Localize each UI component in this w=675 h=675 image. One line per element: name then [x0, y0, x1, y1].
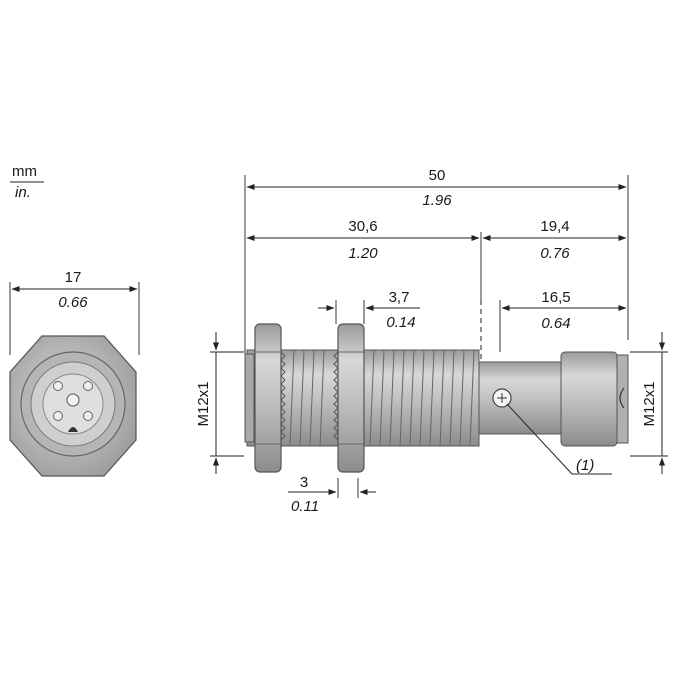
- coding-key: [68, 427, 78, 432]
- front-hex-nut: [254, 323, 282, 473]
- overall-length-in: 1.96: [422, 192, 452, 209]
- overall-length-mm: 50: [429, 167, 446, 184]
- front-view: 17 0.66: [9, 269, 140, 477]
- connector-nut: [560, 351, 618, 447]
- sensor-side-view: (1): [244, 300, 629, 475]
- threaded-length-mm: 30,6: [348, 218, 377, 235]
- units-mm-label: mm: [12, 163, 37, 180]
- nut-width-mm: 3,7: [389, 289, 410, 306]
- callout-label: (1): [576, 457, 594, 474]
- thread-lines: [289, 349, 475, 447]
- front-width-mm: 17: [65, 269, 82, 286]
- left-thread-label: M12x1: [195, 381, 212, 426]
- connector-length-mm: 16,5: [541, 289, 570, 306]
- nut-width-in: 0.14: [386, 314, 415, 331]
- pin-top-right: [83, 381, 93, 391]
- threaded-length-in: 1.20: [348, 245, 378, 262]
- right-thread-label: M12x1: [641, 381, 658, 426]
- nut-gap-in: 0.11: [291, 498, 319, 515]
- callout-leader: [506, 403, 573, 475]
- connector-length-in: 0.64: [541, 315, 570, 332]
- connector-end: [616, 354, 629, 444]
- nut-gap-mm: 3: [300, 474, 308, 491]
- units-in-label: in.: [15, 184, 31, 201]
- pin-center: [66, 393, 80, 407]
- sensing-face: [244, 353, 255, 443]
- pin-bottom-left: [53, 411, 63, 421]
- pin-top-left: [53, 381, 63, 391]
- rear-shank: [478, 361, 562, 435]
- rear-hex-nut: [337, 323, 365, 473]
- rear-length-in: 0.76: [540, 245, 570, 262]
- rear-length-mm: 19,4: [540, 218, 569, 235]
- side-view-dimensions: 50 1.96 30,6 1.20 19,4 0.76 16,5 0.64 3,…: [195, 167, 668, 515]
- pin-bottom-right: [83, 411, 93, 421]
- front-width-in: 0.66: [58, 294, 88, 311]
